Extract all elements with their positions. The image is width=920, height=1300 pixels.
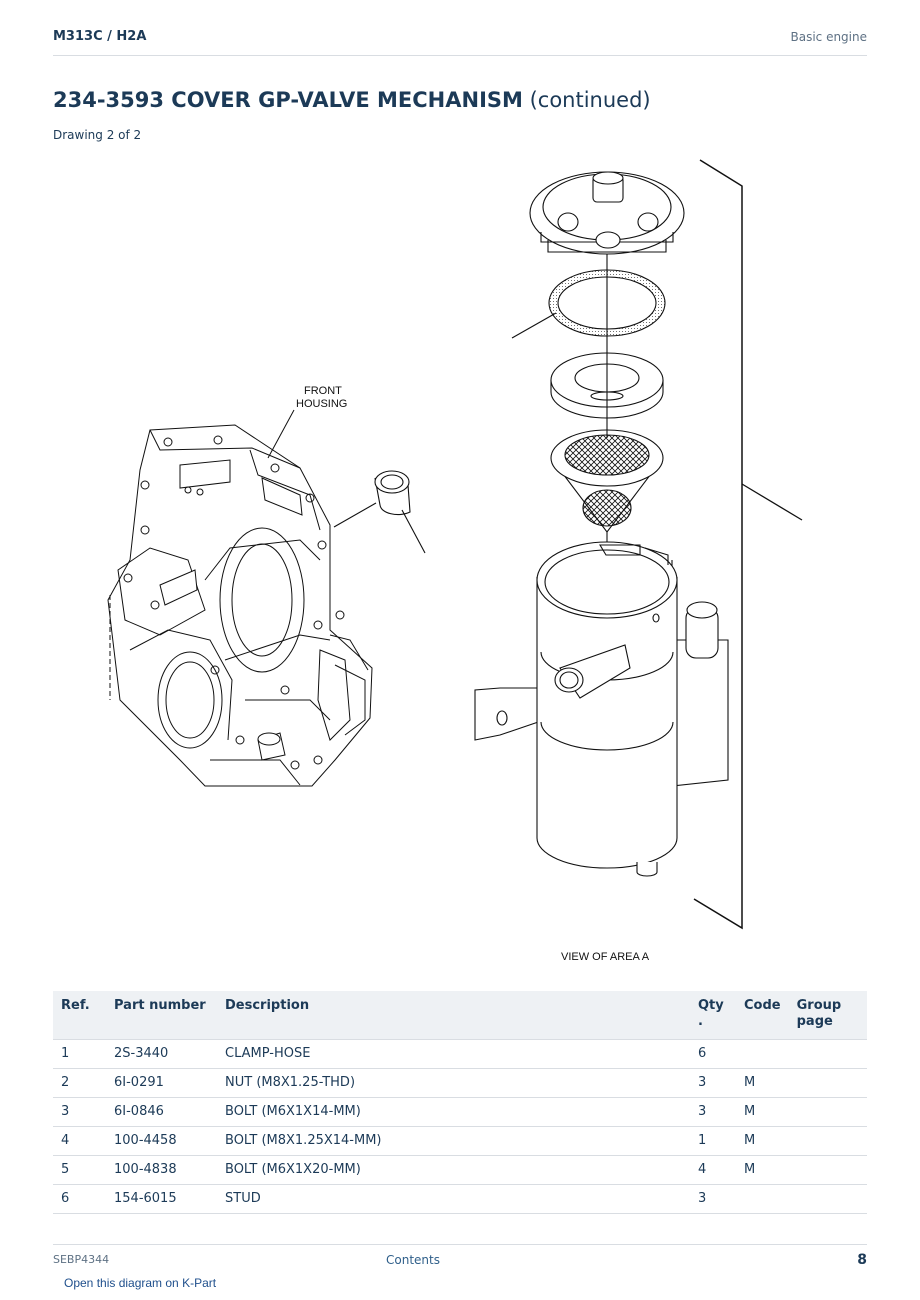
row-qty: 3 <box>690 1184 736 1214</box>
row-qty: 1 <box>690 1126 736 1156</box>
row-ref: 3 <box>53 1097 106 1127</box>
row-description: NUT (M8X1.25-THD) <box>217 1068 690 1098</box>
row-qty: 3 <box>690 1097 736 1127</box>
table-header-row: Ref. Part number Description Qty . Code … <box>53 991 867 1040</box>
model-header: M313C / H2A <box>53 29 147 44</box>
row-part-number: 100-4458 <box>106 1126 217 1156</box>
row-qty: 4 <box>690 1155 736 1185</box>
row-part-number: 2S-3440 <box>106 1039 217 1069</box>
front-housing-label-line2: HOUSING <box>296 398 347 410</box>
table-row: 6 154-6015 STUD 3 <box>53 1184 867 1214</box>
row-qty: 6 <box>690 1039 736 1069</box>
col-part-number: Part number <box>106 991 217 1040</box>
row-part-number: 6I-0291 <box>106 1068 217 1098</box>
title-part: 234-3593 COVER GP-VALVE MECHANISM <box>53 88 523 112</box>
header-divider <box>53 55 867 56</box>
row-ref: 2 <box>53 1068 106 1098</box>
table-row: 2 6I-0291 NUT (M8X1.25-THD) 3 M <box>53 1068 867 1098</box>
row-group-page <box>788 1039 867 1069</box>
row-ref: 6 <box>53 1184 106 1214</box>
view-area-label: VIEW OF AREA A <box>561 951 650 963</box>
seal-ring <box>511 268 666 340</box>
front-housing-label-line1: FRONT <box>304 385 342 397</box>
breather-canister <box>474 541 729 877</box>
col-description: Description <box>217 991 690 1040</box>
kpart-link[interactable]: Open this diagram on K-Part <box>64 1276 217 1290</box>
row-code <box>736 1039 789 1069</box>
page-number: 8 <box>857 1252 867 1268</box>
row-ref: 5 <box>53 1155 106 1185</box>
row-code <box>736 1184 789 1214</box>
breather-cap <box>529 171 685 268</box>
section-header: Basic engine <box>790 30 867 44</box>
row-code: M <box>736 1126 789 1156</box>
title-suffix: (continued) <box>522 88 651 112</box>
front-housing <box>107 409 373 787</box>
row-description: BOLT (M6X1X20-MM) <box>217 1155 690 1185</box>
col-ref: Ref. <box>53 991 106 1040</box>
row-qty: 3 <box>690 1068 736 1098</box>
drawing-counter: Drawing 2 of 2 <box>53 128 142 142</box>
baffle-plate <box>550 340 664 419</box>
row-group-page <box>788 1184 867 1214</box>
row-group-page <box>788 1155 867 1185</box>
row-description: BOLT (M6X1X14-MM) <box>217 1097 690 1127</box>
table-row: 3 6I-0846 BOLT (M6X1X14-MM) 3 M <box>53 1097 867 1127</box>
row-part-number: 154-6015 <box>106 1184 217 1214</box>
page-title: 234-3593 COVER GP-VALVE MECHANISM (conti… <box>53 88 651 112</box>
row-group-page <box>788 1097 867 1127</box>
row-code: M <box>736 1068 789 1098</box>
row-part-number: 100-4838 <box>106 1155 217 1185</box>
col-qty: Qty . <box>690 991 736 1040</box>
row-description: BOLT (M8X1.25X14-MM) <box>217 1126 690 1156</box>
table-row: 5 100-4838 BOLT (M6X1X20-MM) 4 M <box>53 1155 867 1185</box>
parts-table: Ref. Part number Description Qty . Code … <box>53 991 867 1214</box>
table-row: 4 100-4458 BOLT (M8X1.25X14-MM) 1 M <box>53 1126 867 1156</box>
row-code: M <box>736 1155 789 1185</box>
row-description: STUD <box>217 1184 690 1214</box>
view-bracket <box>693 159 803 930</box>
col-code: Code <box>736 991 789 1040</box>
col-group-page: Group page <box>788 991 867 1040</box>
table-row: 1 2S-3440 CLAMP-HOSE 6 <box>53 1039 867 1069</box>
row-ref: 4 <box>53 1126 106 1156</box>
row-ref: 1 <box>53 1039 106 1069</box>
row-group-page <box>788 1068 867 1098</box>
contents-link[interactable]: Contents <box>386 1253 440 1267</box>
plug-cap <box>333 470 426 554</box>
parts-diagram: FRONT HOUSING VIEW OF AREA A <box>107 159 803 963</box>
row-description: CLAMP-HOSE <box>217 1039 690 1069</box>
row-code: M <box>736 1097 789 1127</box>
row-group-page <box>788 1126 867 1156</box>
mesh-filter <box>550 412 664 615</box>
footer-divider <box>53 1244 867 1245</box>
document-id: SEBP4344 <box>53 1253 110 1266</box>
row-part-number: 6I-0846 <box>106 1097 217 1127</box>
